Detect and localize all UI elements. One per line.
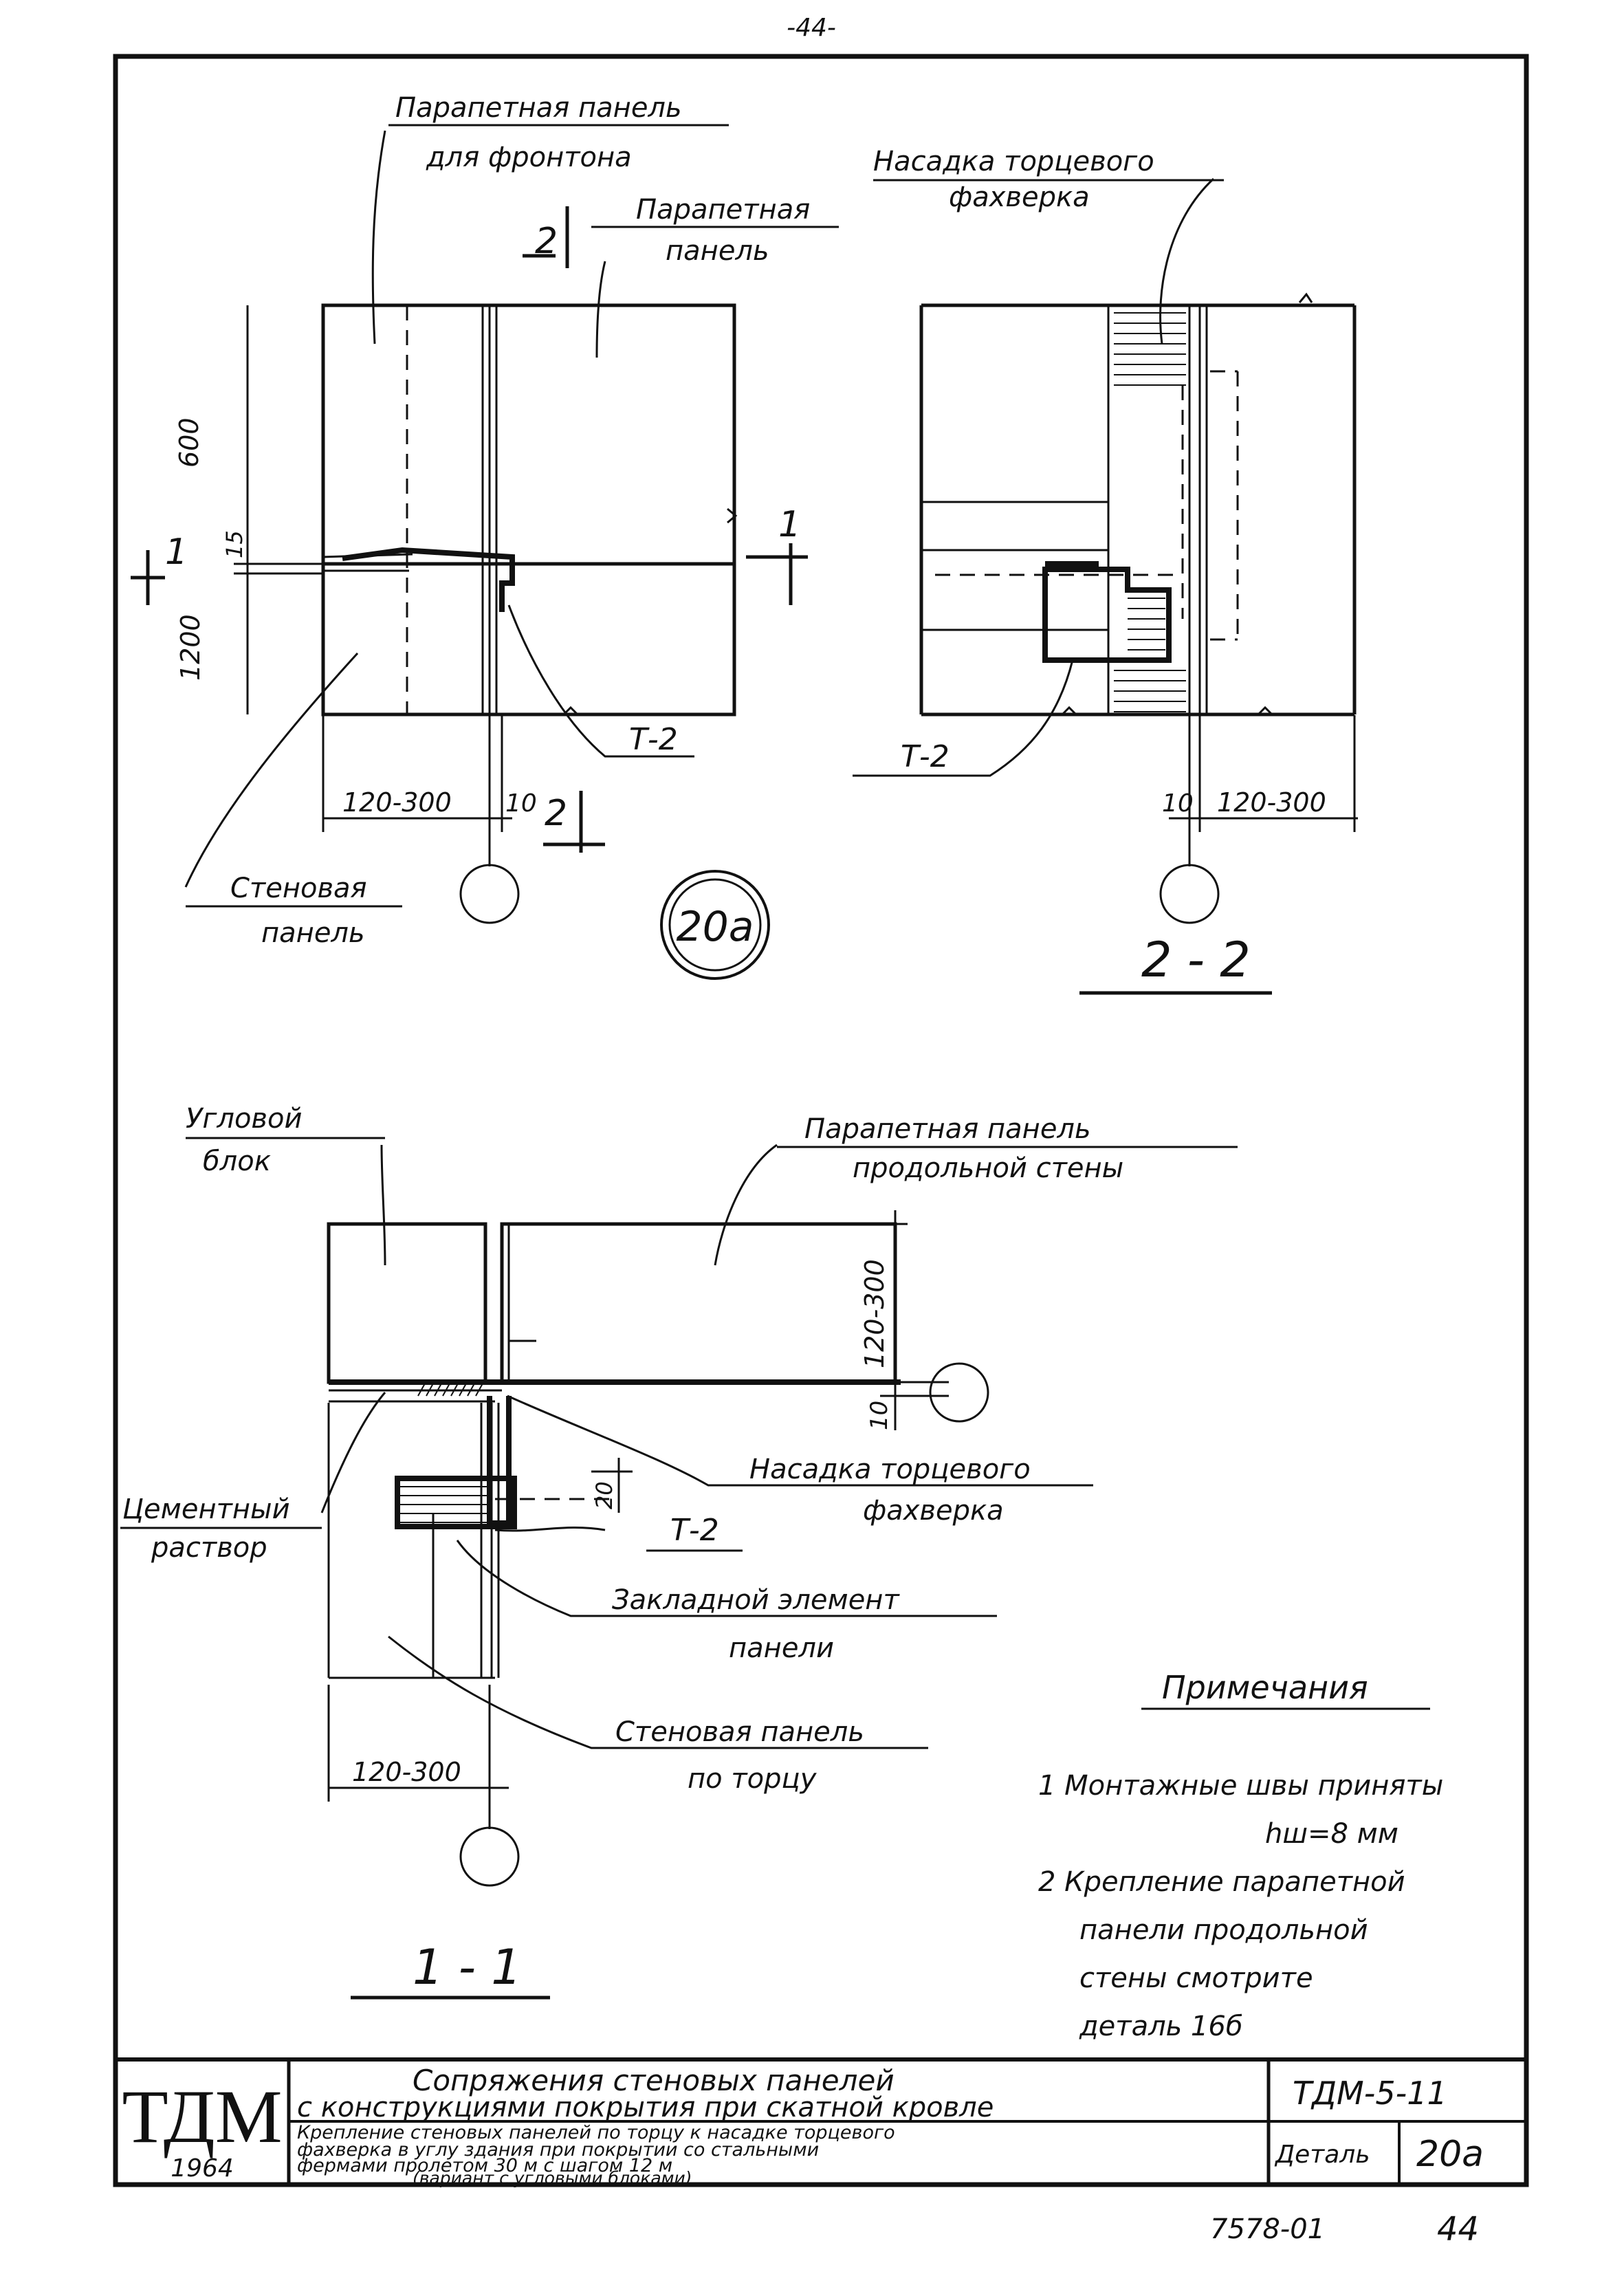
labels-elevation: Парапетная панель для фронтона Парапетна… (186, 92, 839, 949)
label-corner-block-1: Угловой (186, 1103, 302, 1135)
label-wall-panel-1: Стеновая (230, 873, 367, 904)
label-parapet-long-1: Парапетная панель (804, 1113, 1091, 1145)
subtitle-line-2: фахверка в углу здания при покрытии со с… (297, 2139, 819, 2161)
label-t2-b: Т-2 (901, 739, 950, 774)
dim-120-300-vertical: 120-300 (859, 1259, 890, 1368)
title-block: ТДМ 1964 Сопряжения стеновых панелей с к… (116, 2057, 1526, 2188)
labels-section-1-1: Угловой блок Парапетная панель продольно… (120, 1103, 1238, 2000)
elevation-view (184, 130, 738, 888)
note-line-1: 1 Монтажные швы приняты (1038, 1770, 1443, 1802)
footer-archive: 7578-01 (1210, 2213, 1325, 2245)
label-t2-a: Т-2 (629, 722, 678, 757)
label-parapet-gable-1: Парапетная панель (395, 92, 682, 124)
nozzle-hatch-top (1114, 312, 1186, 386)
nozzle-hatch-mid (1128, 598, 1165, 651)
section-2-2-view (853, 177, 1357, 777)
dim-600: 600 (174, 417, 204, 468)
title-line-1: Сопряжения стеновых панелей (413, 2064, 895, 2097)
title-code: ТДМ-5-11 (1293, 2075, 1447, 2112)
title-detail-value: 20а (1416, 2134, 1484, 2175)
label-cement-mortar-2: раствор (151, 1532, 267, 1564)
axis-bubble-a (459, 864, 520, 924)
label-embedded-1: Закладной элемент (612, 1584, 900, 1616)
label-t2-c: Т-2 (670, 1513, 719, 1548)
section-1-1-dimensions: 120-300 10 20 120-300 (327, 1210, 989, 1887)
section-title-1-1: 1 - 1 (413, 1939, 522, 1996)
note-line-6: деталь 16б (1079, 2011, 1243, 2042)
nozzle-hatch-section (399, 1486, 488, 1523)
page-number-top: -44- (787, 14, 836, 42)
drawing-frame (113, 54, 1529, 2187)
section-title-2-2: 2 - 2 (1141, 932, 1251, 988)
label-cement-mortar-1: Цементный (122, 1494, 290, 1525)
subtitle-line-1: Крепление стеновых панелей по торцу к на… (297, 2122, 895, 2143)
label-parapet-panel-1: Парапетная (636, 194, 810, 226)
label-end-wall-panel-1: Стеновая панель (615, 1716, 864, 1748)
note-line-4: панели продольной (1079, 1914, 1368, 1946)
note-line-3: 2 Крепление парапетной (1038, 1866, 1405, 1898)
title-year: 1964 (171, 2154, 234, 2183)
notes-title: Примечания (1162, 1669, 1368, 1706)
section-mark-1-right: 1 (778, 504, 801, 545)
label-embedded-2: панели (729, 1632, 834, 1664)
dim-10-a: 10 (505, 789, 537, 818)
footer-page: 44 (1437, 2210, 1479, 2249)
section-2-2-dimensions: 10 120-300 (1159, 715, 1358, 924)
nozzle-hatch-bottom (1114, 670, 1186, 712)
labels-section-2-2: Насадка торцевого фахверка Т-2 2 - 2 (873, 146, 1272, 995)
section-1-1-view (320, 1144, 1093, 1749)
axis-bubble-b (1159, 864, 1220, 924)
label-nozzle-top-2: фахверка (949, 182, 1090, 213)
axis-bubble-c (929, 1362, 989, 1423)
elevation-dimensions: 600 15 1200 120-300 10 (174, 305, 537, 924)
notes-block: Примечания 1 Монтажные швы приняты hш=8 … (1038, 1669, 1443, 2042)
detail-mark-text: 20a (676, 903, 754, 951)
label-nozzle-bottom-1: Насадка торцевого (749, 1454, 1031, 1485)
label-nozzle-top-1: Насадка торцевого (873, 146, 1154, 177)
axis-bubble-d (459, 1826, 520, 1887)
dim-120-300-c: 120-300 (352, 1757, 461, 1787)
dim-1200: 1200 (175, 614, 206, 681)
label-parapet-panel-2: панель (666, 235, 769, 267)
note-line-5: стены смотрите (1079, 1963, 1313, 1994)
dim-120-300-a: 120-300 (342, 787, 452, 818)
label-parapet-gable-2: для фронтона (426, 142, 632, 173)
note-line-2: hш=8 мм (1265, 1818, 1398, 1850)
label-parapet-long-2: продольной стены (853, 1152, 1123, 1184)
label-nozzle-bottom-2: фахверка (863, 1495, 1004, 1527)
dim-120-300-b: 120-300 (1217, 787, 1326, 818)
dim-15: 15 (221, 530, 248, 558)
dim-20: 20 (591, 1481, 617, 1509)
title-line-2: с конструкциями покрытия при скатной кро… (297, 2092, 994, 2123)
label-corner-block-2: блок (203, 1146, 271, 1177)
label-wall-panel-2: панель (261, 917, 365, 949)
section-mark-1-left: 1 (165, 532, 188, 573)
detail-mark: 20a (660, 870, 770, 980)
section-marks-top: 2 2 1 1 (131, 206, 808, 853)
mortar-hatch (417, 1383, 483, 1397)
subtitle-line-4: (вариант с угловыми блоками) (413, 2168, 692, 2188)
section-mark-2-bottom: 2 (545, 793, 567, 834)
title-detail-label: Деталь (1274, 2141, 1370, 2169)
dim-10-vertical: 10 (866, 1401, 893, 1430)
title-logo: ТДМ (122, 2075, 282, 2158)
dim-10-b: 10 (1162, 789, 1194, 818)
subtitle-line-3: фермами пролетом 30 м с шагом 12 м (297, 2155, 672, 2176)
label-end-wall-panel-2: по торцу (688, 1763, 818, 1795)
